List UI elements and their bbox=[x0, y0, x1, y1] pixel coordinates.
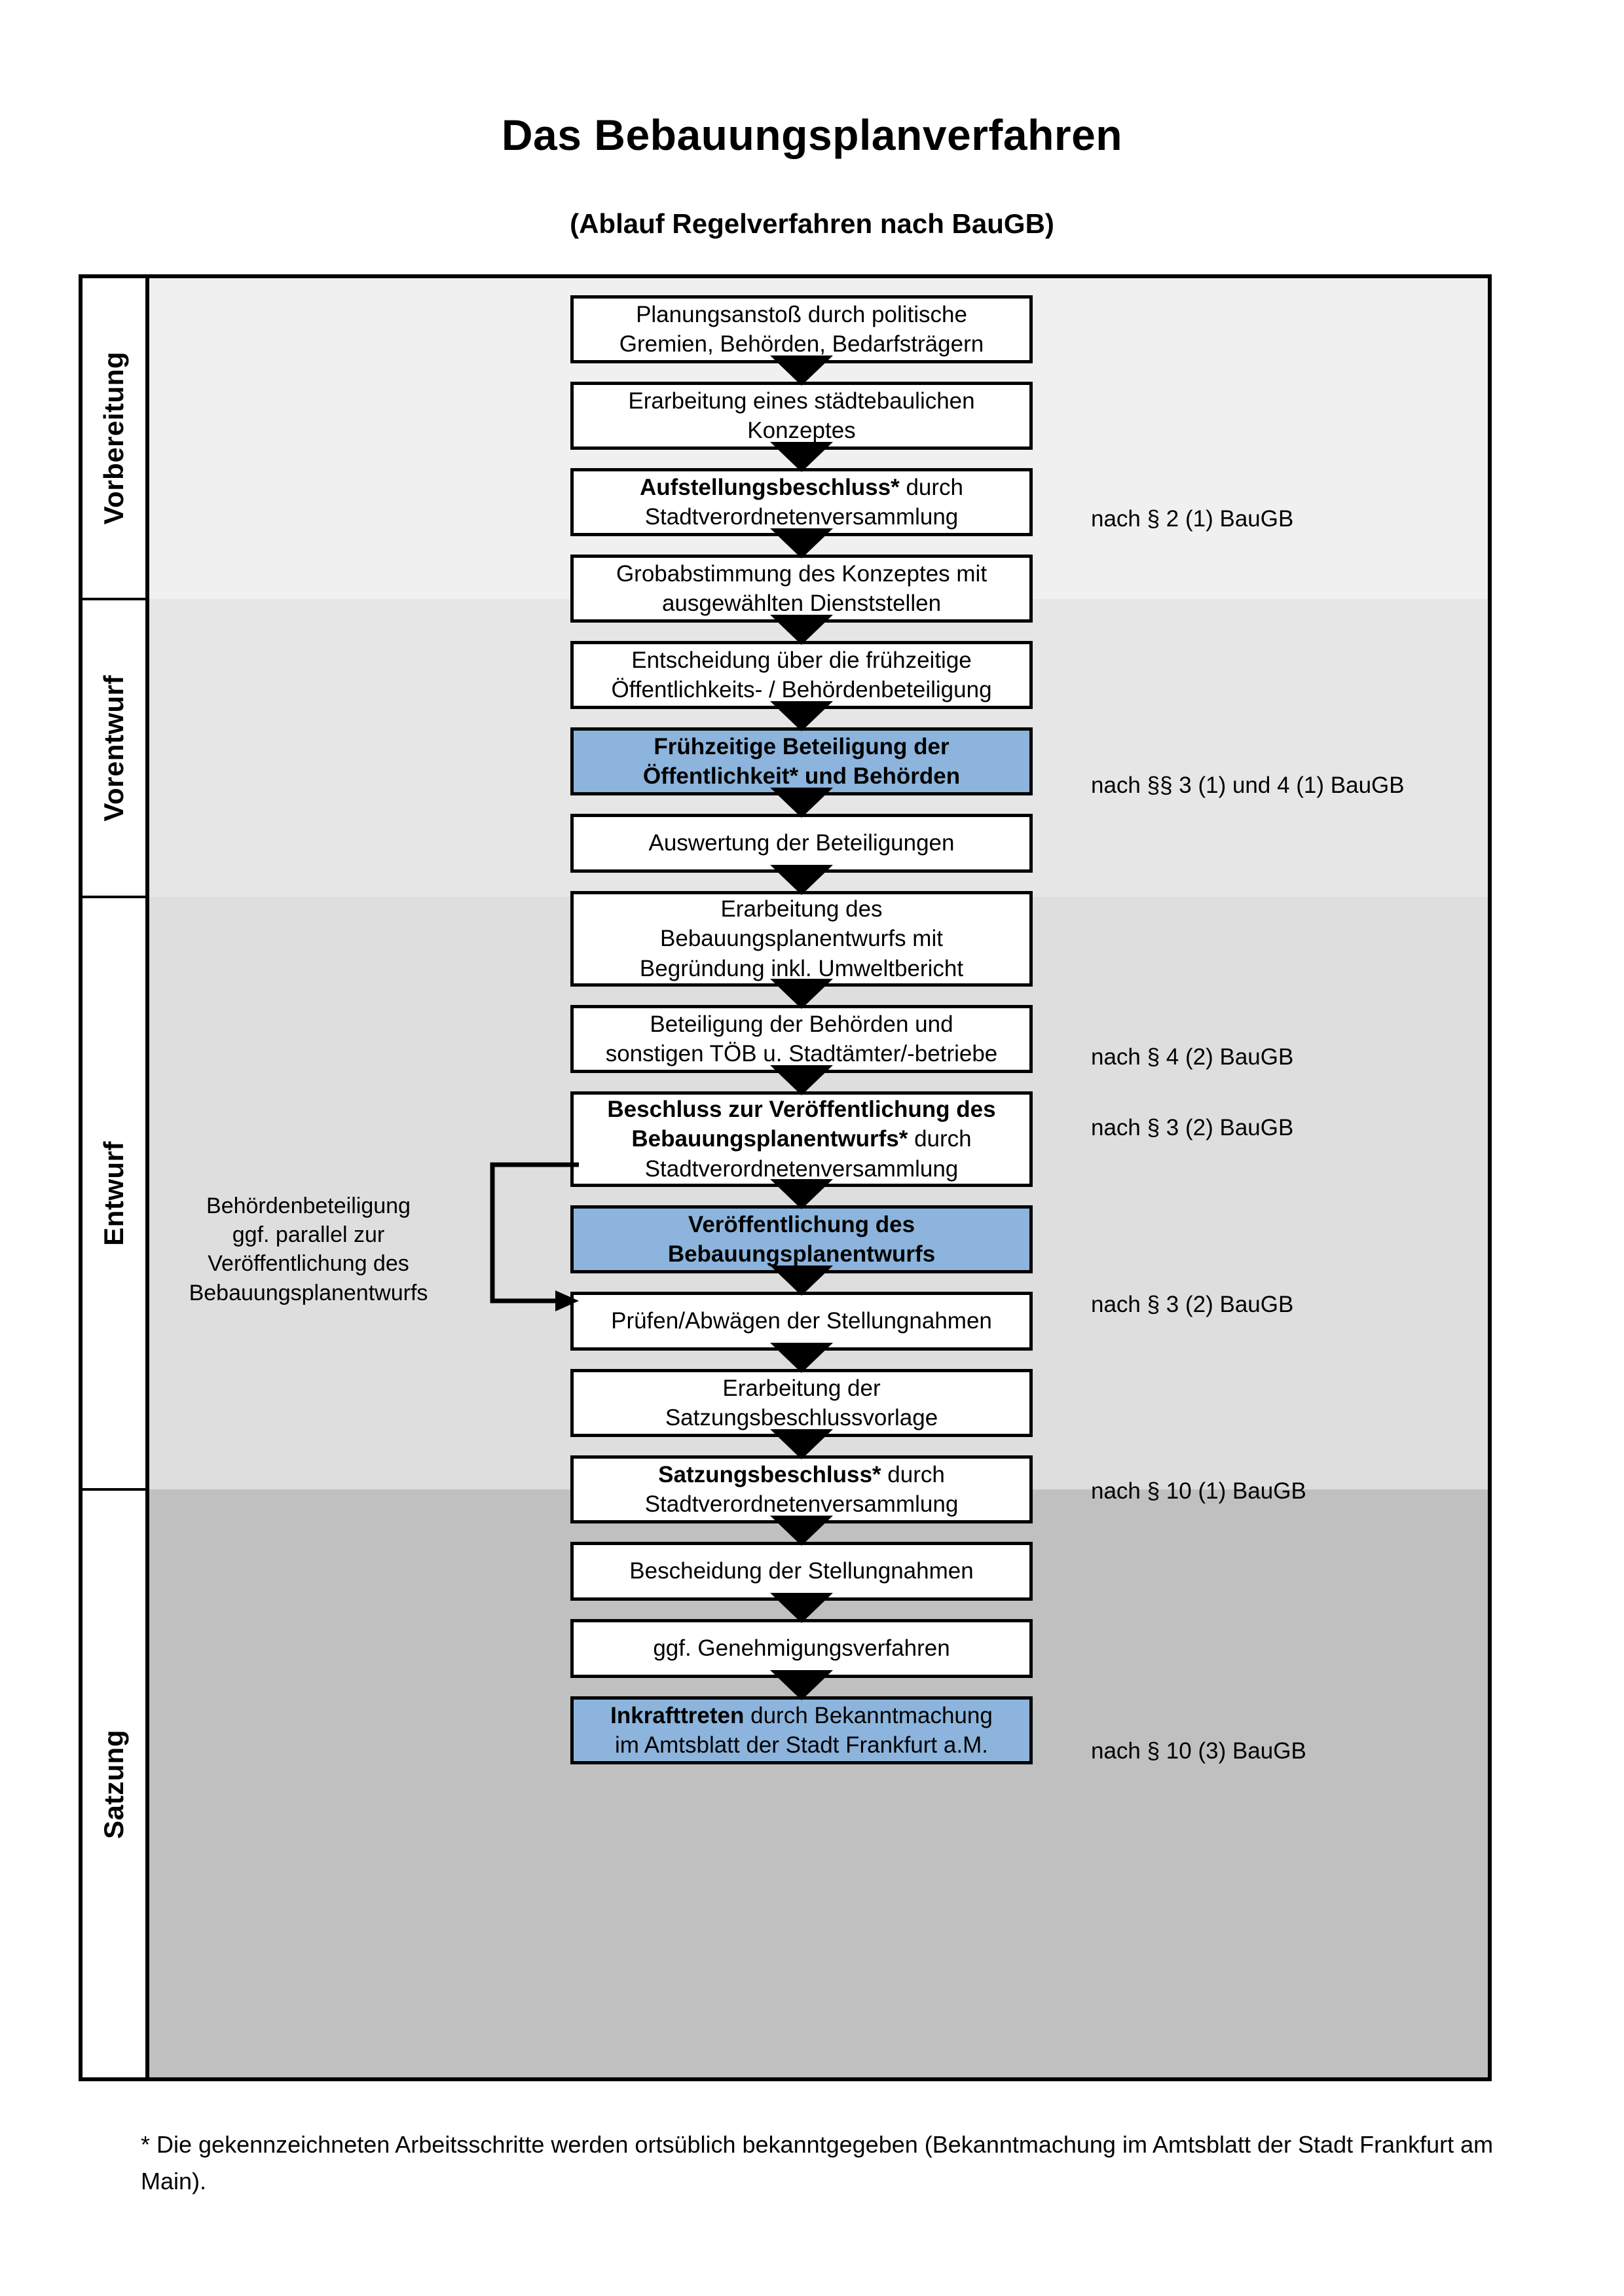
node-line: durch Bekanntmachung bbox=[744, 1702, 993, 1728]
node-erarbeitung-bplanentwurf[interactable]: Erarbeitung des Bebauungsplanentwurfs mi… bbox=[570, 891, 1033, 987]
node-line: Erarbeitung der bbox=[722, 1375, 881, 1401]
node-line: durch bbox=[908, 1126, 972, 1152]
node-line: Beteiligung der Behörden und bbox=[650, 1011, 953, 1037]
feedback-bracket-svg bbox=[490, 1162, 579, 1311]
node-line: Entscheidung über die frühzeitige bbox=[631, 647, 972, 673]
node-grobabstimmung[interactable]: Grobabstimmung des Konzeptes mit ausgewä… bbox=[570, 555, 1033, 623]
node-line: Frühzeitige Beteiligung der bbox=[654, 733, 950, 759]
band-label-satzung: Satzung bbox=[83, 1491, 145, 2077]
band-label-entwurf: Entwurf bbox=[83, 898, 145, 1488]
sidenote-behoerdenbeteiligung: Behördenbeteiligung ggf. parallel zur Ve… bbox=[168, 1192, 449, 1307]
node-inkrafttreten[interactable]: Inkrafttreten durch Bekanntmachung im Am… bbox=[570, 1696, 1033, 1764]
node-line: Erarbeitung des bbox=[720, 896, 883, 922]
band-label-vorentwurf: Vorentwurf bbox=[83, 600, 145, 896]
arrow-down bbox=[770, 788, 833, 818]
band-label-text: Entwurf bbox=[98, 1140, 129, 1246]
node-entscheidung-fruehzeitig[interactable]: Entscheidung über die frühzeitige Öffent… bbox=[570, 641, 1033, 709]
node-line: ggf. Genehmigungsverfahren bbox=[653, 1635, 950, 1662]
node-auswertung-beteiligungen[interactable]: Auswertung der Beteiligungen bbox=[570, 814, 1033, 873]
node-line: durch bbox=[881, 1461, 945, 1487]
node-line: Stadtverordnetenversammlung bbox=[644, 1156, 959, 1182]
sidenote-line-3: Veröffentlichung des bbox=[208, 1251, 409, 1277]
node-veroeffentlichung-bplanentwurf[interactable]: Veröffentlichung des Bebauungsplanentwur… bbox=[570, 1205, 1033, 1273]
node-line: Bescheidung der Stellungnahmen bbox=[629, 1558, 974, 1584]
node-line: Konzeptes bbox=[747, 418, 856, 443]
node-line: Öffentlichkeit* und Behörden bbox=[642, 763, 961, 789]
arrow-down bbox=[770, 1065, 833, 1095]
legal-ref-6: nach § 10 (1) BauGB bbox=[1091, 1478, 1306, 1504]
band-divider-3 bbox=[83, 1488, 145, 1491]
band-label-text: Vorentwurf bbox=[98, 674, 129, 822]
node-bescheidung-stellungnahmen[interactable]: Bescheidung der Stellungnahmen bbox=[570, 1542, 1033, 1601]
node-line: im Amtsblatt der Stadt Frankfurt a.M. bbox=[615, 1732, 988, 1758]
node-fruehzeitige-beteiligung[interactable]: Frühzeitige Beteiligung der Öffentlichke… bbox=[570, 727, 1033, 795]
feedback-bracket bbox=[489, 1162, 580, 1313]
legal-ref-5: nach § 3 (2) BauGB bbox=[1091, 1292, 1294, 1317]
page-title: Das Bebauungsplanverfahren bbox=[501, 111, 1123, 159]
label-column-divider bbox=[145, 278, 149, 2077]
process-frame: Vorbereitung Vorentwurf Entwurf Satzung … bbox=[79, 274, 1492, 2081]
node-line-bold: Bebauungsplanentwurfs* bbox=[631, 1126, 908, 1152]
node-line: Erarbeitung eines städtebaulichen bbox=[628, 388, 975, 414]
node-line: Begründung inkl. Umweltbericht bbox=[639, 955, 964, 981]
node-beschluss-veroeffentlichung[interactable]: Beschluss zur Veröffentlichung des Bebau… bbox=[570, 1091, 1033, 1187]
band-label-vorbereitung: Vorbereitung bbox=[83, 278, 145, 598]
arrow-down bbox=[770, 1516, 833, 1546]
node-aufstellungsbeschluss[interactable]: Aufstellungsbeschluss* durch Stadtverord… bbox=[570, 468, 1033, 536]
band-divider-1 bbox=[83, 598, 145, 600]
node-beteiligung-behoerden-toeb[interactable]: Beteiligung der Behörden und sonstigen T… bbox=[570, 1005, 1033, 1073]
footnote: * Die gekennzeichneten Arbeitsschritte w… bbox=[141, 2131, 1494, 2195]
node-line: Öffentlichkeits- / Behördenbeteiligung bbox=[611, 677, 992, 702]
node-line-bold: Satzungsbeschluss* bbox=[658, 1461, 881, 1487]
node-satzungsbeschluss[interactable]: Satzungsbeschluss* durch Stadtverordnete… bbox=[570, 1455, 1033, 1523]
node-line: Grobabstimmung des Konzeptes mit bbox=[616, 560, 987, 587]
node-planungsanstoss[interactable]: Planungsanstoß durch politische Gremien,… bbox=[570, 295, 1033, 363]
arrow-down bbox=[770, 1179, 833, 1209]
sidenote-line-2: ggf. parallel zur bbox=[232, 1222, 385, 1248]
node-erarbeitung-satzungsvorlage[interactable]: Erarbeitung der Satzungsbeschlussvorlage bbox=[570, 1369, 1033, 1437]
legal-ref-7: nach § 10 (3) BauGB bbox=[1091, 1738, 1306, 1764]
node-line: Planungsanstoß durch politische bbox=[636, 301, 967, 327]
page-subtitle: (Ablauf Regelverfahren nach BauGB) bbox=[570, 208, 1054, 239]
arrow-down bbox=[770, 979, 833, 1009]
node-line-bold: Inkrafttreten bbox=[610, 1702, 745, 1728]
arrow-down bbox=[770, 1343, 833, 1373]
node-erarbeitung-konzept[interactable]: Erarbeitung eines städtebaulichen Konzep… bbox=[570, 382, 1033, 450]
legal-ref-2: nach §§ 3 (1) und 4 (1) BauGB bbox=[1091, 773, 1405, 798]
arrow-down bbox=[770, 615, 833, 645]
arrow-down bbox=[770, 701, 833, 731]
arrow-down bbox=[770, 1593, 833, 1623]
arrow-down bbox=[770, 528, 833, 558]
arrow-down bbox=[770, 1670, 833, 1700]
band-label-text: Vorbereitung bbox=[98, 351, 129, 525]
band-label-text: Satzung bbox=[98, 1729, 129, 1839]
node-line: Veröffentlichung des bbox=[688, 1211, 915, 1237]
node-line-bold: Aufstellungsbeschluss* bbox=[639, 474, 900, 500]
legal-ref-3: nach § 4 (2) BauGB bbox=[1091, 1044, 1294, 1070]
node-line: Prüfen/Abwägen der Stellungnahmen bbox=[611, 1308, 992, 1334]
sidenote-line-1: Behördenbeteiligung bbox=[206, 1194, 411, 1218]
legal-ref-4: nach § 3 (2) BauGB bbox=[1091, 1115, 1294, 1140]
node-line: sonstigen TÖB u. Stadtämter/-betriebe bbox=[605, 1041, 998, 1066]
arrow-down bbox=[770, 355, 833, 386]
node-line: Auswertung der Beteiligungen bbox=[648, 830, 955, 856]
node-line: Satzungsbeschlussvorlage bbox=[665, 1405, 938, 1430]
node-line: Gremien, Behörden, Bedarfsträgern bbox=[619, 331, 984, 357]
node-line: Bebauungsplanentwurfs mit bbox=[660, 926, 943, 952]
node-line: durch bbox=[899, 474, 964, 500]
arrow-down bbox=[770, 1429, 833, 1459]
node-line: Bebauungsplanentwurfs bbox=[667, 1241, 936, 1267]
arrow-down bbox=[770, 865, 833, 895]
arrow-down bbox=[770, 442, 833, 472]
node-line: ausgewählten Dienststellen bbox=[661, 591, 942, 616]
node-line: Stadtverordnetenversammlung bbox=[644, 1491, 959, 1517]
sidenote-line-4: Bebauungsplanentwurfs bbox=[189, 1280, 428, 1305]
node-line: Stadtverordnetenversammlung bbox=[644, 504, 959, 530]
legal-ref-1: nach § 2 (1) BauGB bbox=[1091, 506, 1294, 532]
node-genehmigungsverfahren[interactable]: ggf. Genehmigungsverfahren bbox=[570, 1619, 1033, 1678]
arrow-down bbox=[770, 1266, 833, 1296]
band-divider-2 bbox=[83, 896, 145, 898]
node-pruefen-abwaegen[interactable]: Prüfen/Abwägen der Stellungnahmen bbox=[570, 1292, 1033, 1351]
node-line-bold: Beschluss zur Veröffentlichung des bbox=[607, 1096, 996, 1122]
